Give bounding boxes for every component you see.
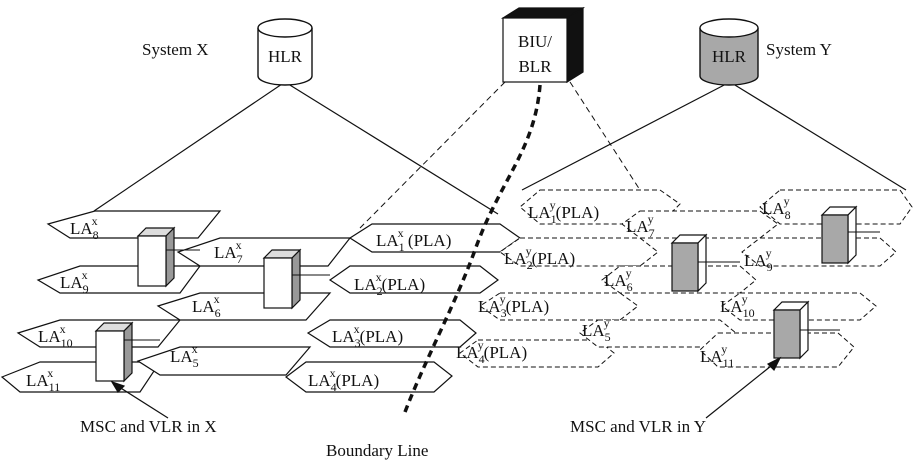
msc-vlr-box-icon: [820, 205, 858, 265]
msc-vlr-box-icon: [136, 226, 176, 288]
biu-label-line1: BIU/: [518, 32, 552, 51]
cell-label-la2x: LA2x(PLA): [354, 270, 425, 298]
cell-label-la10y: LA10y: [720, 292, 755, 320]
caption-msc-y: MSC and VLR in Y: [570, 417, 706, 436]
cell-label-la3x: LA3x(PLA): [332, 322, 403, 350]
msc-x-arrow: [110, 380, 169, 419]
cell-label-la5x: LA5x: [170, 342, 199, 370]
msc-vlr-box-icon: [94, 321, 134, 383]
msc-vlr-box-icon: [772, 300, 810, 360]
cell-label-la8y: LA8y: [762, 194, 791, 222]
cell-label-la4x: LA4x(PLA): [308, 366, 379, 394]
cell-label-la4y: LA4y(PLA): [456, 338, 527, 366]
hlr-x-database-icon: HLR: [257, 18, 313, 86]
cell-label-la9x: LA9x: [60, 268, 89, 296]
hex-la7y: [621, 210, 779, 239]
msc-y-arrow: [705, 356, 782, 419]
cell-label-la1x: LA1x (PLA): [376, 226, 451, 254]
hlr-x-body: [257, 28, 313, 86]
cell-label-la5y: LA5y: [582, 316, 611, 344]
cell-label-la9y: LA9y: [744, 246, 773, 274]
biu-links: [359, 81, 641, 229]
msc-vlr-y-boxes: [670, 205, 858, 360]
cell-label-la8x: LA8x: [70, 214, 99, 242]
hex-la5x: [136, 346, 312, 376]
caption-boundary: Boundary Line: [326, 441, 428, 460]
biu-label-line2: BLR: [518, 57, 552, 76]
hlr-y-links: [521, 81, 907, 191]
hex-la6x: [156, 292, 332, 321]
msc-vlr-box-icon: [262, 248, 302, 310]
msc-connectors: [124, 231, 880, 341]
hlr-x-label: HLR: [268, 47, 303, 66]
cell-label-la2y: LA2y(PLA): [504, 244, 575, 272]
hlr-y-label: HLR: [712, 47, 747, 66]
msc-vlr-box-icon: [670, 233, 708, 293]
cell-label-la11x: LA11x: [26, 366, 60, 394]
msc-vlr-x-boxes: [94, 226, 302, 383]
hex-la3x: [306, 319, 477, 348]
boundary-line: [403, 84, 542, 413]
hex-la8x: [46, 210, 222, 239]
cell-label-la3y: LA3y(PLA): [478, 292, 549, 320]
system-y-cells: [459, 189, 913, 368]
cell-label-la6x: LA6x: [192, 292, 221, 320]
hex-la9y: [741, 237, 897, 267]
system-x-title: System X: [142, 40, 209, 59]
cell-label-la7x: LA7x: [214, 238, 243, 266]
hlr-y-body: [699, 28, 759, 86]
cell-label-la10x: LA10x: [38, 322, 73, 350]
system-y-labels: LA1y(PLA) LA2y(PLA) LA3y(PLA) LA4y(PLA) LA7y…: [456, 194, 791, 370]
cell-label-la7y: LA7y: [626, 212, 655, 240]
hlr-y-database-icon: HLR: [699, 18, 759, 86]
cell-label-la11y: LA11y: [700, 342, 734, 370]
cell-label-la1y: LA1y(PLA): [528, 198, 599, 226]
biu-blr-box-icon: BIU/ BLR: [500, 6, 586, 84]
hex-la2x: [328, 265, 500, 294]
caption-msc-x: MSC and VLR in X: [80, 417, 217, 436]
hlr-x-links: [93, 81, 499, 215]
hlr-y-top: [699, 18, 759, 38]
hlr-x-top: [257, 18, 313, 38]
cell-label-la6y: LA6y: [604, 266, 633, 294]
system-y-title: System Y: [766, 40, 832, 59]
hex-la4x: [285, 361, 453, 393]
